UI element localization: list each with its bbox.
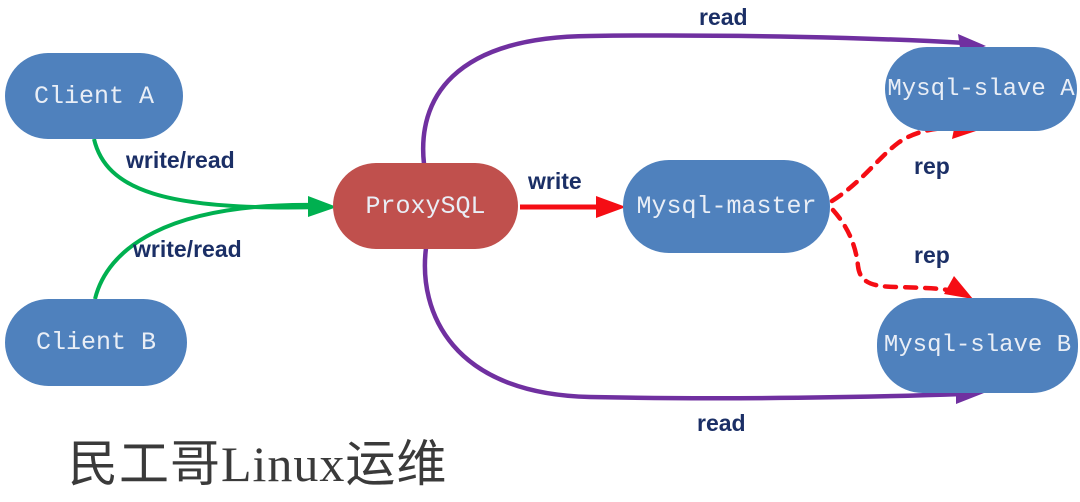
node-mysql-slave-a-label: Mysql-slave A: [887, 75, 1075, 103]
node-mysql-slave-b-label: Mysql-slave B: [883, 332, 1072, 359]
edge-label-write-read-top: write/read: [126, 147, 235, 173]
node-client-a-label: Client A: [33, 81, 155, 111]
edge-client-b-to-proxysql: [93, 202, 321, 300]
node-client-b: Client B: [5, 299, 187, 386]
arrowhead-rep-bottom: [944, 276, 973, 299]
node-mysql-master: Mysql-master: [623, 160, 830, 253]
edge-label-read-top: read: [699, 4, 748, 30]
edge-label-rep-bottom: rep: [914, 242, 950, 268]
node-client-a: Client A: [5, 53, 183, 139]
node-mysql-slave-b: Mysql-slave B: [877, 298, 1078, 393]
edge-label-read-bottom: read: [697, 410, 746, 436]
node-mysql-master-label: Mysql-master: [636, 192, 817, 221]
watermark-text: 民工哥Linux运维: [68, 436, 448, 492]
arrowhead-green-proxysql: [308, 196, 337, 217]
edge-proxysql-to-slave-b: [422, 247, 963, 401]
node-client-b-label: Client B: [35, 328, 157, 357]
edge-master-to-slave-b-rep: [830, 207, 956, 294]
edge-label-rep-top: rep: [914, 153, 950, 179]
edge-label-write: write: [528, 168, 582, 194]
node-proxysql: ProxySQL: [333, 163, 518, 249]
node-proxysql-label: ProxySQL: [365, 191, 486, 221]
edge-label-write-read-bottom: write/read: [133, 236, 242, 262]
edge-proxysql-to-slave-a: [420, 33, 967, 165]
node-mysql-slave-a: Mysql-slave A: [885, 47, 1077, 131]
arrowhead-write: [596, 196, 626, 218]
